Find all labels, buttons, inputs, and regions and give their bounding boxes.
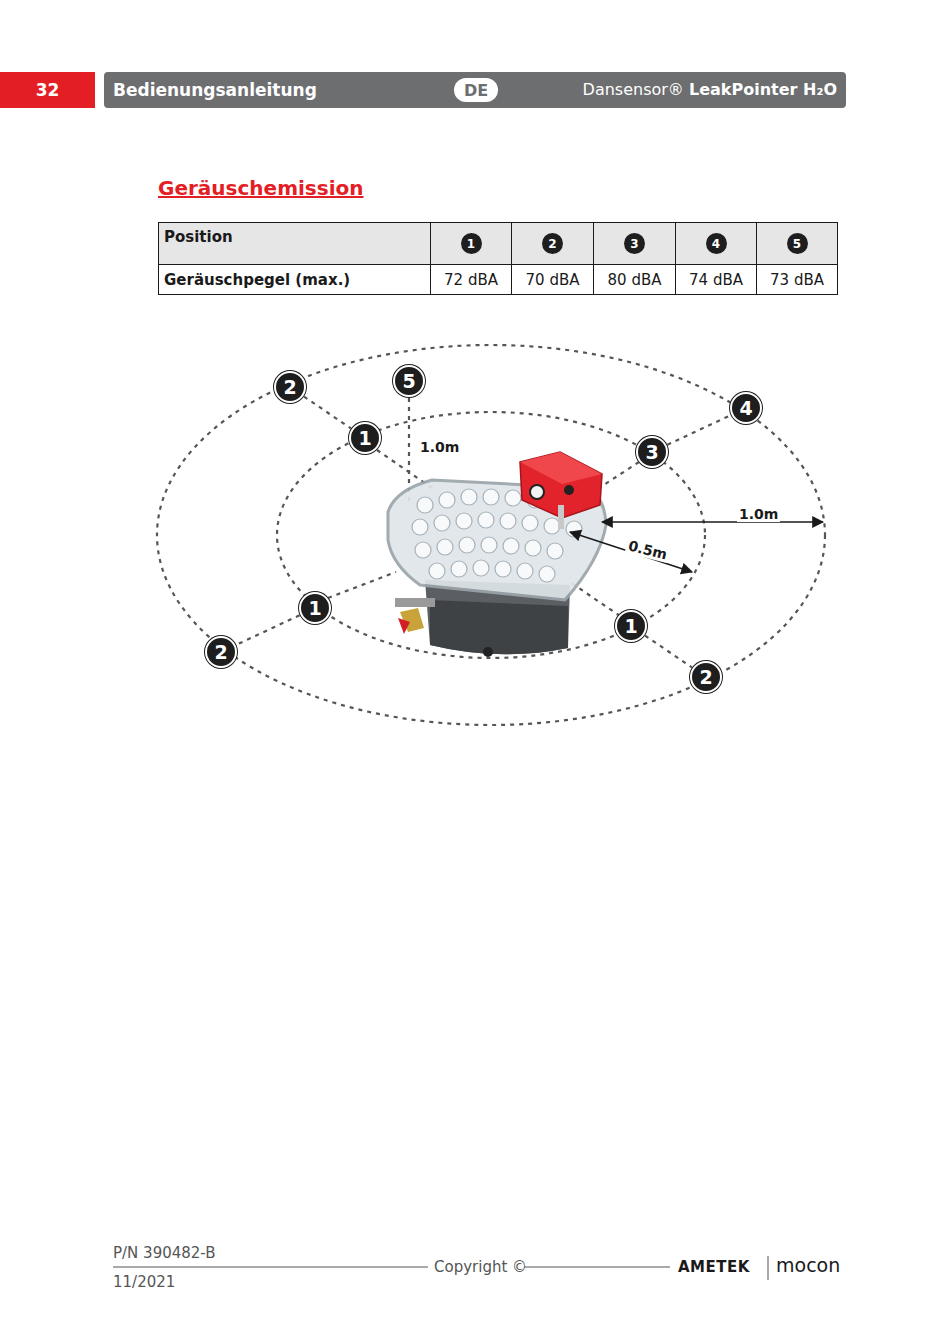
position-number: 5 (787, 233, 808, 254)
mocon-logo: mocon (776, 1254, 840, 1276)
page-number-box: 32 (0, 72, 95, 108)
part-number: P/N 390482-B (113, 1244, 216, 1262)
logo-divider (768, 1256, 769, 1280)
dimension-arrow (602, 521, 823, 523)
position-callout: 4 (730, 392, 762, 424)
radial-connector (667, 415, 730, 445)
table-cell: 4 (675, 222, 757, 265)
language-code: DE (464, 81, 488, 100)
dimension-label: 1.0m (418, 439, 461, 455)
table-cell: Geräuschpegel (max.) (158, 264, 431, 295)
callout-number: 1 (358, 429, 371, 448)
position-number: 1 (461, 233, 482, 254)
manual-title: Bedienungsanleitung (113, 80, 317, 100)
callout-number: 2 (283, 378, 296, 397)
product-name: Dansensor® LeakPointer H₂O (583, 80, 837, 99)
position-callout: 3 (636, 436, 668, 468)
page-number: 32 (36, 80, 60, 100)
noise-level: 72 dBA (444, 271, 498, 289)
position-callout: 1 (299, 592, 331, 624)
radial-connector (236, 615, 299, 645)
header-bar: Bedienungsanleitung Dansensor® LeakPointe… (104, 72, 846, 108)
table-cell: 70 dBA (511, 264, 594, 295)
leader-lines (328, 398, 639, 616)
table-cell: 2 (511, 222, 594, 265)
product-model: LeakPointer H₂O (689, 80, 837, 99)
dimension-label: 0.5m (625, 537, 671, 563)
position-callout: 1 (349, 422, 381, 454)
footer-rule (113, 1267, 428, 1268)
table-cell: 72 dBA (430, 264, 512, 295)
table-cell: 74 dBA (675, 264, 757, 295)
callout-number: 3 (645, 443, 658, 462)
leakpointer-machine (388, 452, 606, 657)
dimension-arrow (570, 532, 692, 572)
radial-connector (645, 636, 692, 668)
radial-connector (304, 397, 351, 429)
language-pill: DE (454, 78, 498, 102)
position-callout: 2 (205, 636, 237, 668)
callout-number: 4 (739, 399, 752, 418)
table-cell: Position (158, 222, 431, 265)
position-callout: 2 (274, 371, 306, 403)
noise-level: 80 dBA (608, 271, 662, 289)
position-number: 3 (624, 233, 645, 254)
table-cell: 80 dBA (593, 264, 676, 295)
footer-rule (524, 1267, 670, 1268)
header-red-bar (0, 72, 95, 108)
table-cell: 3 (593, 222, 676, 265)
table-row-header: Geräuschpegel (max.) (164, 271, 350, 289)
callout-number: 1 (308, 599, 321, 618)
callout-number: 5 (402, 372, 415, 391)
callout-number: 2 (699, 668, 712, 687)
callout-number: 2 (214, 643, 227, 662)
table-cell: 1 (430, 222, 512, 265)
dimension-label: 1.0m (737, 506, 780, 522)
brand-name: Dansensor® (583, 80, 684, 99)
position-callout: 5 (393, 365, 425, 397)
callout-number: 1 (624, 617, 637, 636)
table-header: Position (164, 228, 233, 246)
outer-zone (157, 345, 825, 725)
table-cell: 5 (756, 222, 838, 265)
position-number: 2 (542, 233, 563, 254)
table-cell: 73 dBA (756, 264, 838, 295)
inner-zone (277, 412, 705, 658)
spacer (684, 80, 689, 99)
section-title: Geräuschemission (158, 176, 363, 200)
date: 11/2021 (113, 1273, 175, 1291)
noise-level: 73 dBA (770, 271, 824, 289)
position-number: 4 (706, 233, 727, 254)
position-callout: 1 (615, 610, 647, 642)
noise-level: 70 dBA (526, 271, 580, 289)
header-gray-bar (104, 72, 846, 108)
copyright: Copyright © (434, 1258, 527, 1276)
position-callout: 2 (690, 661, 722, 693)
noise-level: 74 dBA (689, 271, 743, 289)
ametek-logo: AMETEK (678, 1258, 750, 1276)
